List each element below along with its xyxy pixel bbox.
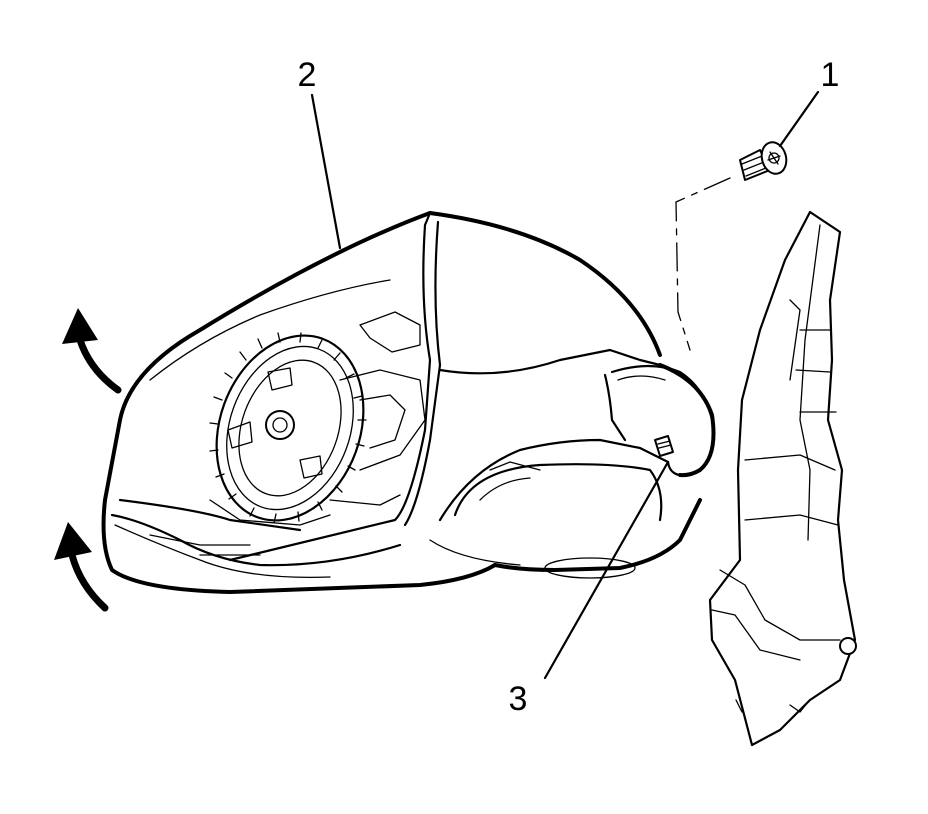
callout-3: 3 [509,680,528,718]
door-bracket [708,210,857,747]
leader-line-2 [310,93,342,250]
upper-arrow [62,308,122,394]
leader-line-1 [778,90,820,148]
mirror-actuator [209,332,426,526]
removal-arrows [54,308,122,612]
lower-arrow [54,522,109,612]
mirror-housing-cover [101,211,662,594]
leader-lines [310,90,820,680]
callout-2: 2 [298,56,317,94]
installation-path [675,177,731,351]
bolt-fastener [739,141,788,181]
callout-1: 1 [821,56,840,94]
leader-line-3 [543,460,670,680]
mirror-arm [429,348,716,579]
